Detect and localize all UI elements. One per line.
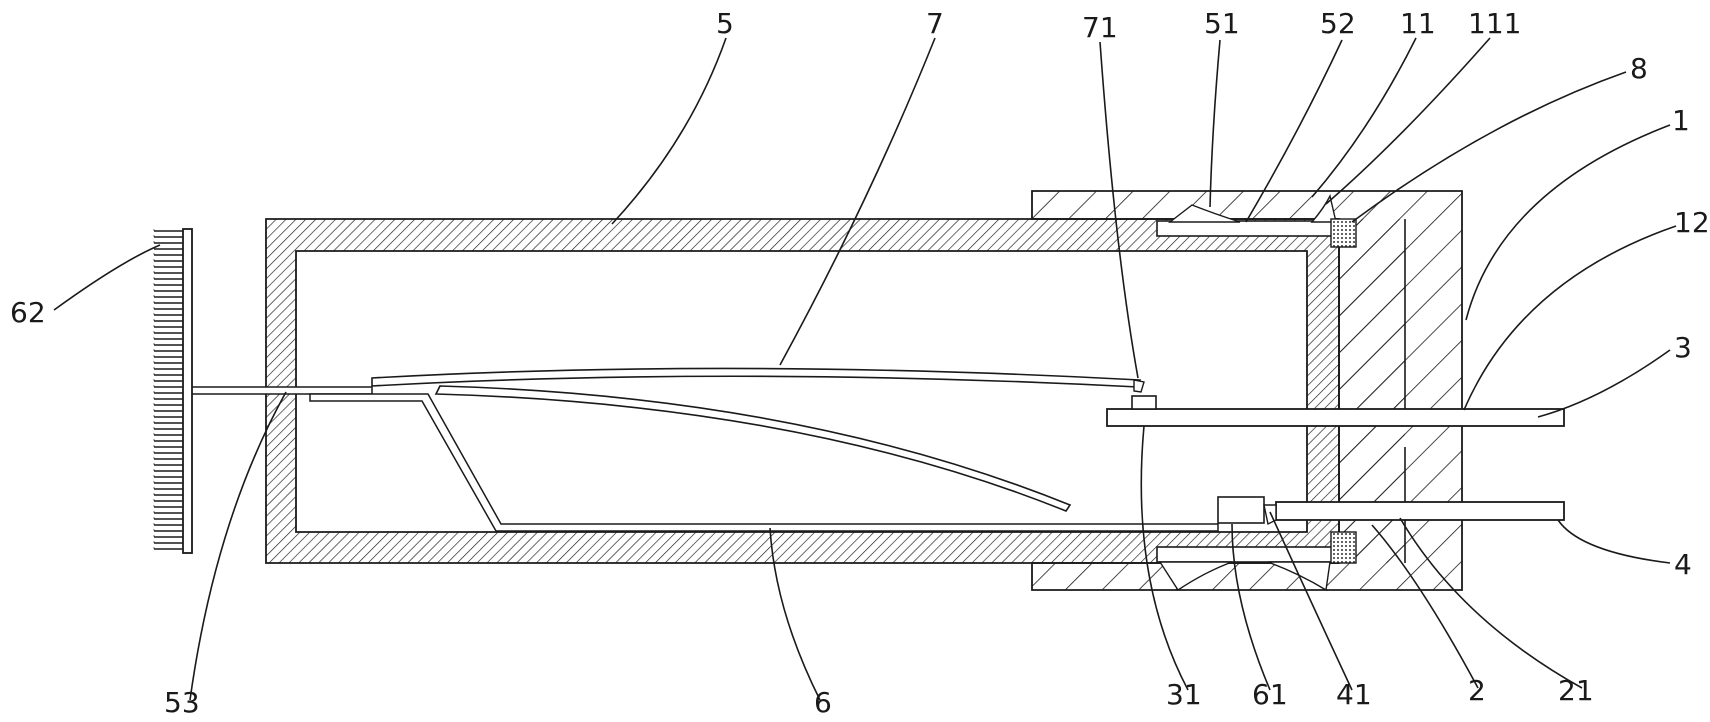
reference-labels: 5 7 71 51 52 11 111 8 1 12 3 62 4 53 6 3… (10, 7, 1710, 719)
label-3: 3 (1674, 331, 1692, 364)
spring-arm (434, 385, 1072, 512)
label-6: 6 (814, 686, 832, 719)
outer-cap-1 (1031, 190, 1463, 591)
terminal-3 (1106, 408, 1565, 427)
label-11: 11 (1400, 7, 1436, 40)
label-71: 71 (1082, 11, 1118, 44)
push-rod-6 (190, 386, 1219, 532)
label-111: 111 (1468, 7, 1521, 40)
housing-5 (265, 218, 1340, 564)
bottom-groove (1156, 546, 1353, 592)
label-7: 7 (926, 7, 944, 40)
label-31: 31 (1166, 678, 1202, 711)
label-41: 41 (1336, 678, 1372, 711)
label-53: 53 (164, 686, 200, 719)
label-12: 12 (1674, 206, 1710, 239)
top-groove (1156, 193, 1353, 237)
stop-61 (1217, 496, 1265, 524)
contact-31 (1131, 395, 1157, 410)
label-1: 1 (1672, 104, 1690, 137)
label-5: 5 (716, 7, 734, 40)
leader-lines (53, 37, 1677, 701)
label-61: 61 (1252, 678, 1288, 711)
label-8: 8 (1630, 52, 1648, 85)
label-52: 52 (1320, 7, 1356, 40)
label-21: 21 (1558, 674, 1594, 707)
bimetal-strip-7 (371, 367, 1142, 388)
seal-ring-top (1330, 218, 1357, 248)
seal-ring-bottom (1330, 531, 1357, 564)
terminal-4 (1275, 501, 1565, 521)
label-2: 2 (1468, 674, 1486, 707)
label-62: 62 (10, 296, 46, 329)
label-4: 4 (1674, 548, 1692, 581)
heat-sink-62 (153, 228, 193, 554)
label-51: 51 (1204, 7, 1240, 40)
